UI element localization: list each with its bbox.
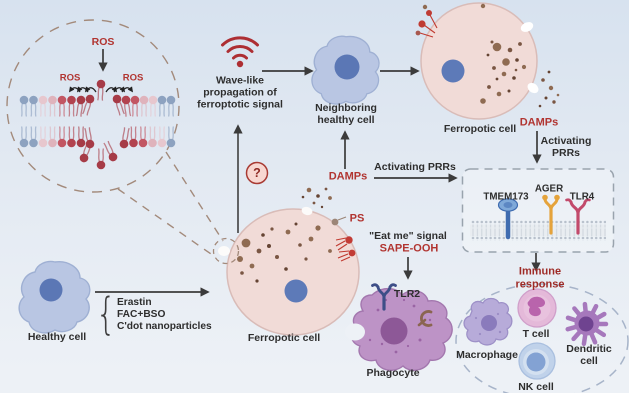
ros-propagation-arrows [68,86,134,93]
tmem173-receptor [497,198,519,240]
membrane-inset [6,19,180,193]
damp-dots [480,40,527,104]
released-damp-dots [480,3,560,108]
phagocyte-cell [345,283,453,371]
macrophage-cell [463,297,513,346]
central-cell-nucleus [284,279,308,303]
flow-arrows [262,66,542,280]
inset-connector-lines [117,151,224,255]
membrane-rupture-top [520,22,534,32]
scavenger-receptor [417,310,433,327]
sape-ooh-lipids [335,236,356,262]
prr-receptor-panel [461,168,615,253]
membrane-rupture-top [301,206,313,216]
nk-cell [518,342,556,380]
neighboring-cell-nucleus [334,54,360,80]
ps-lipid-marker [331,216,347,226]
healthy-cell [18,260,91,334]
healthy-cell-nucleus [39,278,63,302]
lipid-bilayer [19,78,176,170]
immune-response-group [455,283,629,399]
cell-membrane-strip [470,219,606,241]
neighboring-healthy-cell [311,35,380,105]
top-ferroptotic-cell [415,2,560,120]
damp-dots [237,222,332,283]
ager-receptor [542,194,560,235]
peroxidized-lipids [415,4,438,38]
popped-lipid [95,78,107,102]
membrane-rupture-left [218,246,230,256]
tlr4-receptor [565,198,591,235]
central-ferroptotic-cell [218,187,360,336]
bottom-white-bar [0,393,629,403]
phagocyte-nucleus [380,317,408,345]
question-badge [245,161,269,185]
wave-signal-icon [221,36,259,68]
t-cell [517,288,557,328]
top-cell-nucleus [441,59,465,83]
phagocyte-mouth-notch [345,323,365,341]
inset-dashed-circle [6,19,180,193]
dendritic-cell [565,301,609,347]
rupture-zoom-circle [212,237,240,265]
released-damp-dots [301,187,332,209]
membrane-rupture-right [527,82,539,94]
tlr2-receptor [371,283,397,311]
